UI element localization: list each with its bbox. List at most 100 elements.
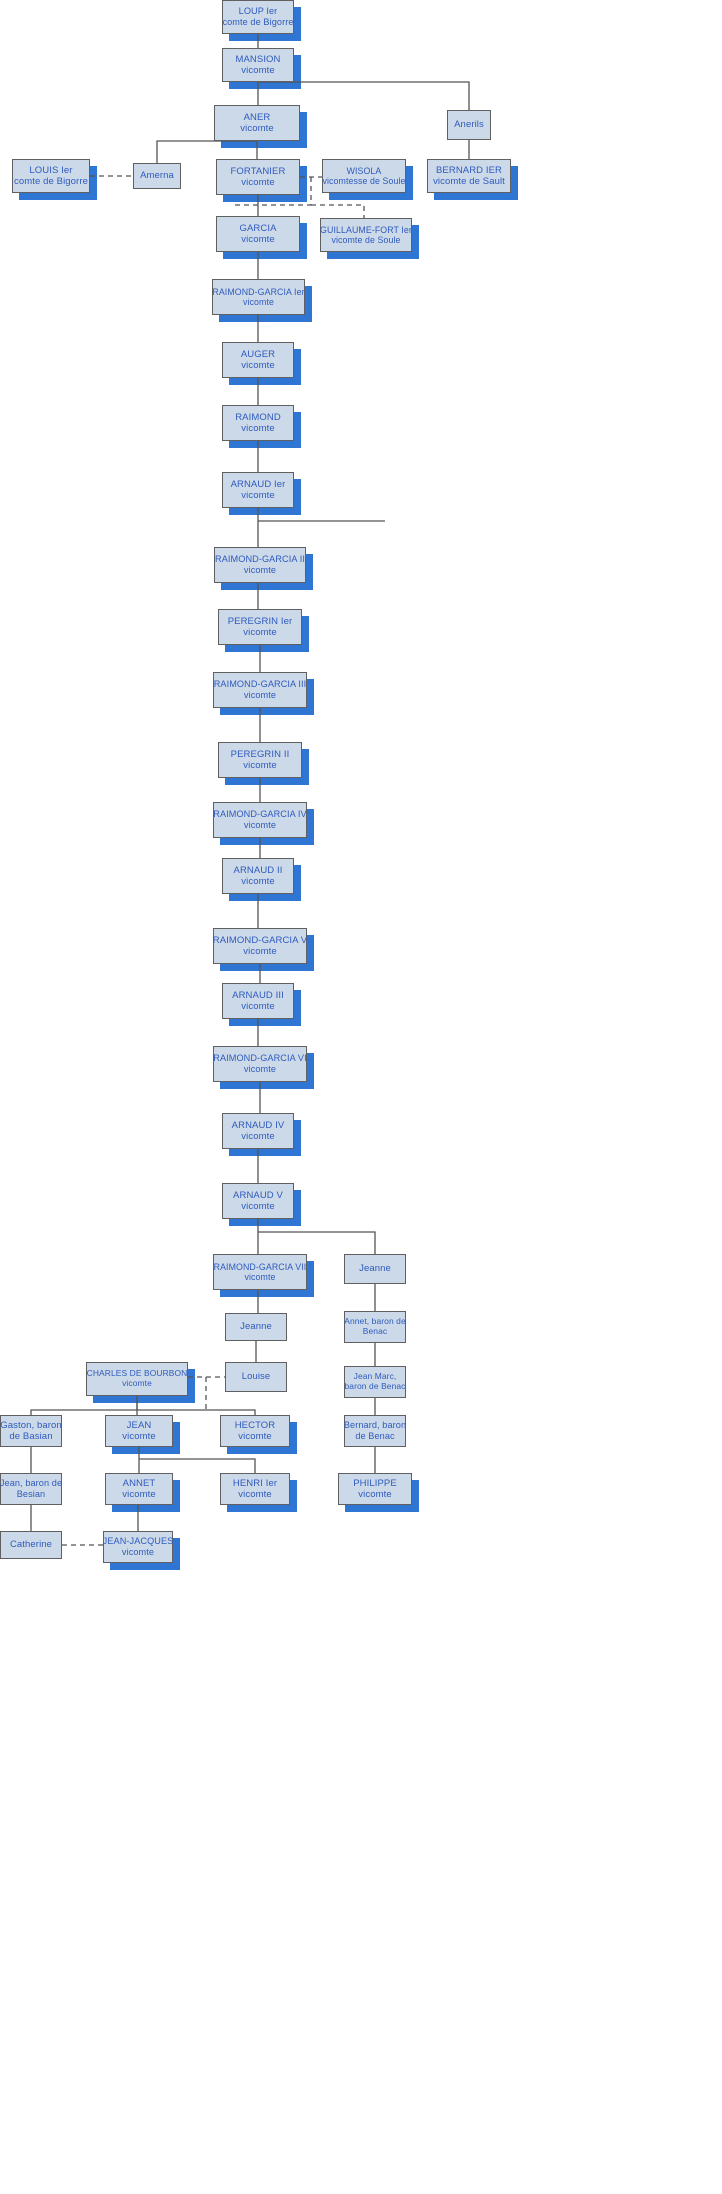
person-name: MANSION [235, 53, 281, 65]
person-title: vicomte [241, 177, 275, 188]
person-name: ARNAUD V [233, 1189, 283, 1201]
person-title: vicomte [241, 1131, 275, 1142]
person-name: RAIMOND [235, 411, 281, 423]
marriage-link [311, 204, 365, 218]
descent-link [258, 1231, 376, 1254]
person-name: FORTANIER [230, 165, 286, 177]
person-title: vicomte [241, 234, 275, 245]
person-name: Bernard, baron [343, 1420, 407, 1431]
person-name: WISOLA [346, 165, 382, 176]
person-name: HECTOR [234, 1419, 276, 1431]
person-name: ANNET [122, 1477, 156, 1489]
person-node-jeanmarc[interactable]: Jean Marc,baron de Benac [344, 1366, 406, 1398]
person-name: Anerils [454, 119, 484, 131]
person-title: Benac [362, 1326, 388, 1336]
person-title: vicomte de Soule [331, 235, 401, 245]
person-name: BERNARD IER [435, 164, 503, 176]
person-title: vicomte [240, 123, 274, 134]
person-title: vicomte [244, 1272, 276, 1282]
person-name: Jeanne [359, 1263, 391, 1275]
person-title: vicomte [122, 1489, 156, 1500]
person-name: RAIMOND-GARCIA IV [213, 809, 307, 820]
person-name: Amerna [140, 170, 174, 182]
person-title: vicomte [241, 423, 275, 434]
person-name: CHARLES DE BOURBON [86, 1368, 188, 1379]
person-name: PHILIPPE [353, 1477, 397, 1489]
person-name: AUGER [240, 348, 276, 360]
person-name: Annet, baron de [344, 1316, 406, 1327]
person-name: RAIMOND-GARCIA II [215, 554, 305, 565]
person-name: Gaston, baron [0, 1419, 62, 1431]
person-name: ANER [243, 111, 271, 123]
person-title: vicomte [241, 360, 275, 371]
person-title: vicomte [243, 627, 277, 638]
person-name: GARCIA [239, 222, 277, 234]
person-name: LOUP Ier [238, 6, 278, 17]
person-title: vicomte [243, 565, 277, 575]
person-title: vicomte [243, 946, 277, 957]
person-title: vicomte [243, 690, 277, 700]
person-name: LOUIS Ier [29, 164, 73, 176]
person-title: Besian [16, 1489, 46, 1499]
person-name: PEREGRIN Ier [227, 615, 293, 627]
person-node-jeanne_r[interactable]: Jeanne [344, 1254, 406, 1284]
person-title: vicomte [241, 490, 275, 501]
person-name: JEAN [126, 1419, 152, 1431]
descent-link [139, 1458, 256, 1473]
person-name: PEREGRIN II [230, 748, 290, 760]
person-node-catherine[interactable]: Catherine [0, 1531, 62, 1559]
person-name: GUILLAUME-FORT Ier [320, 224, 412, 235]
person-name: Jean, baron de [0, 1478, 63, 1489]
person-title: vicomte [238, 1431, 272, 1442]
person-name: Jeanne [240, 1321, 272, 1333]
person-title: vicomte [238, 1489, 272, 1500]
person-title: de Benac [355, 1431, 395, 1441]
person-title: vicomte [358, 1489, 392, 1500]
person-name: HENRI Ier [232, 1477, 278, 1489]
person-node-jeanne_l[interactable]: Jeanne [225, 1313, 287, 1341]
person-node-louise[interactable]: Louise [225, 1362, 287, 1392]
person-node-anerils[interactable]: Anerils [447, 110, 491, 140]
person-name: RAIMOND-GARCIA V [212, 934, 308, 946]
person-node-amerna[interactable]: Amerna [133, 163, 181, 189]
person-name: ARNAUD III [232, 989, 284, 1001]
